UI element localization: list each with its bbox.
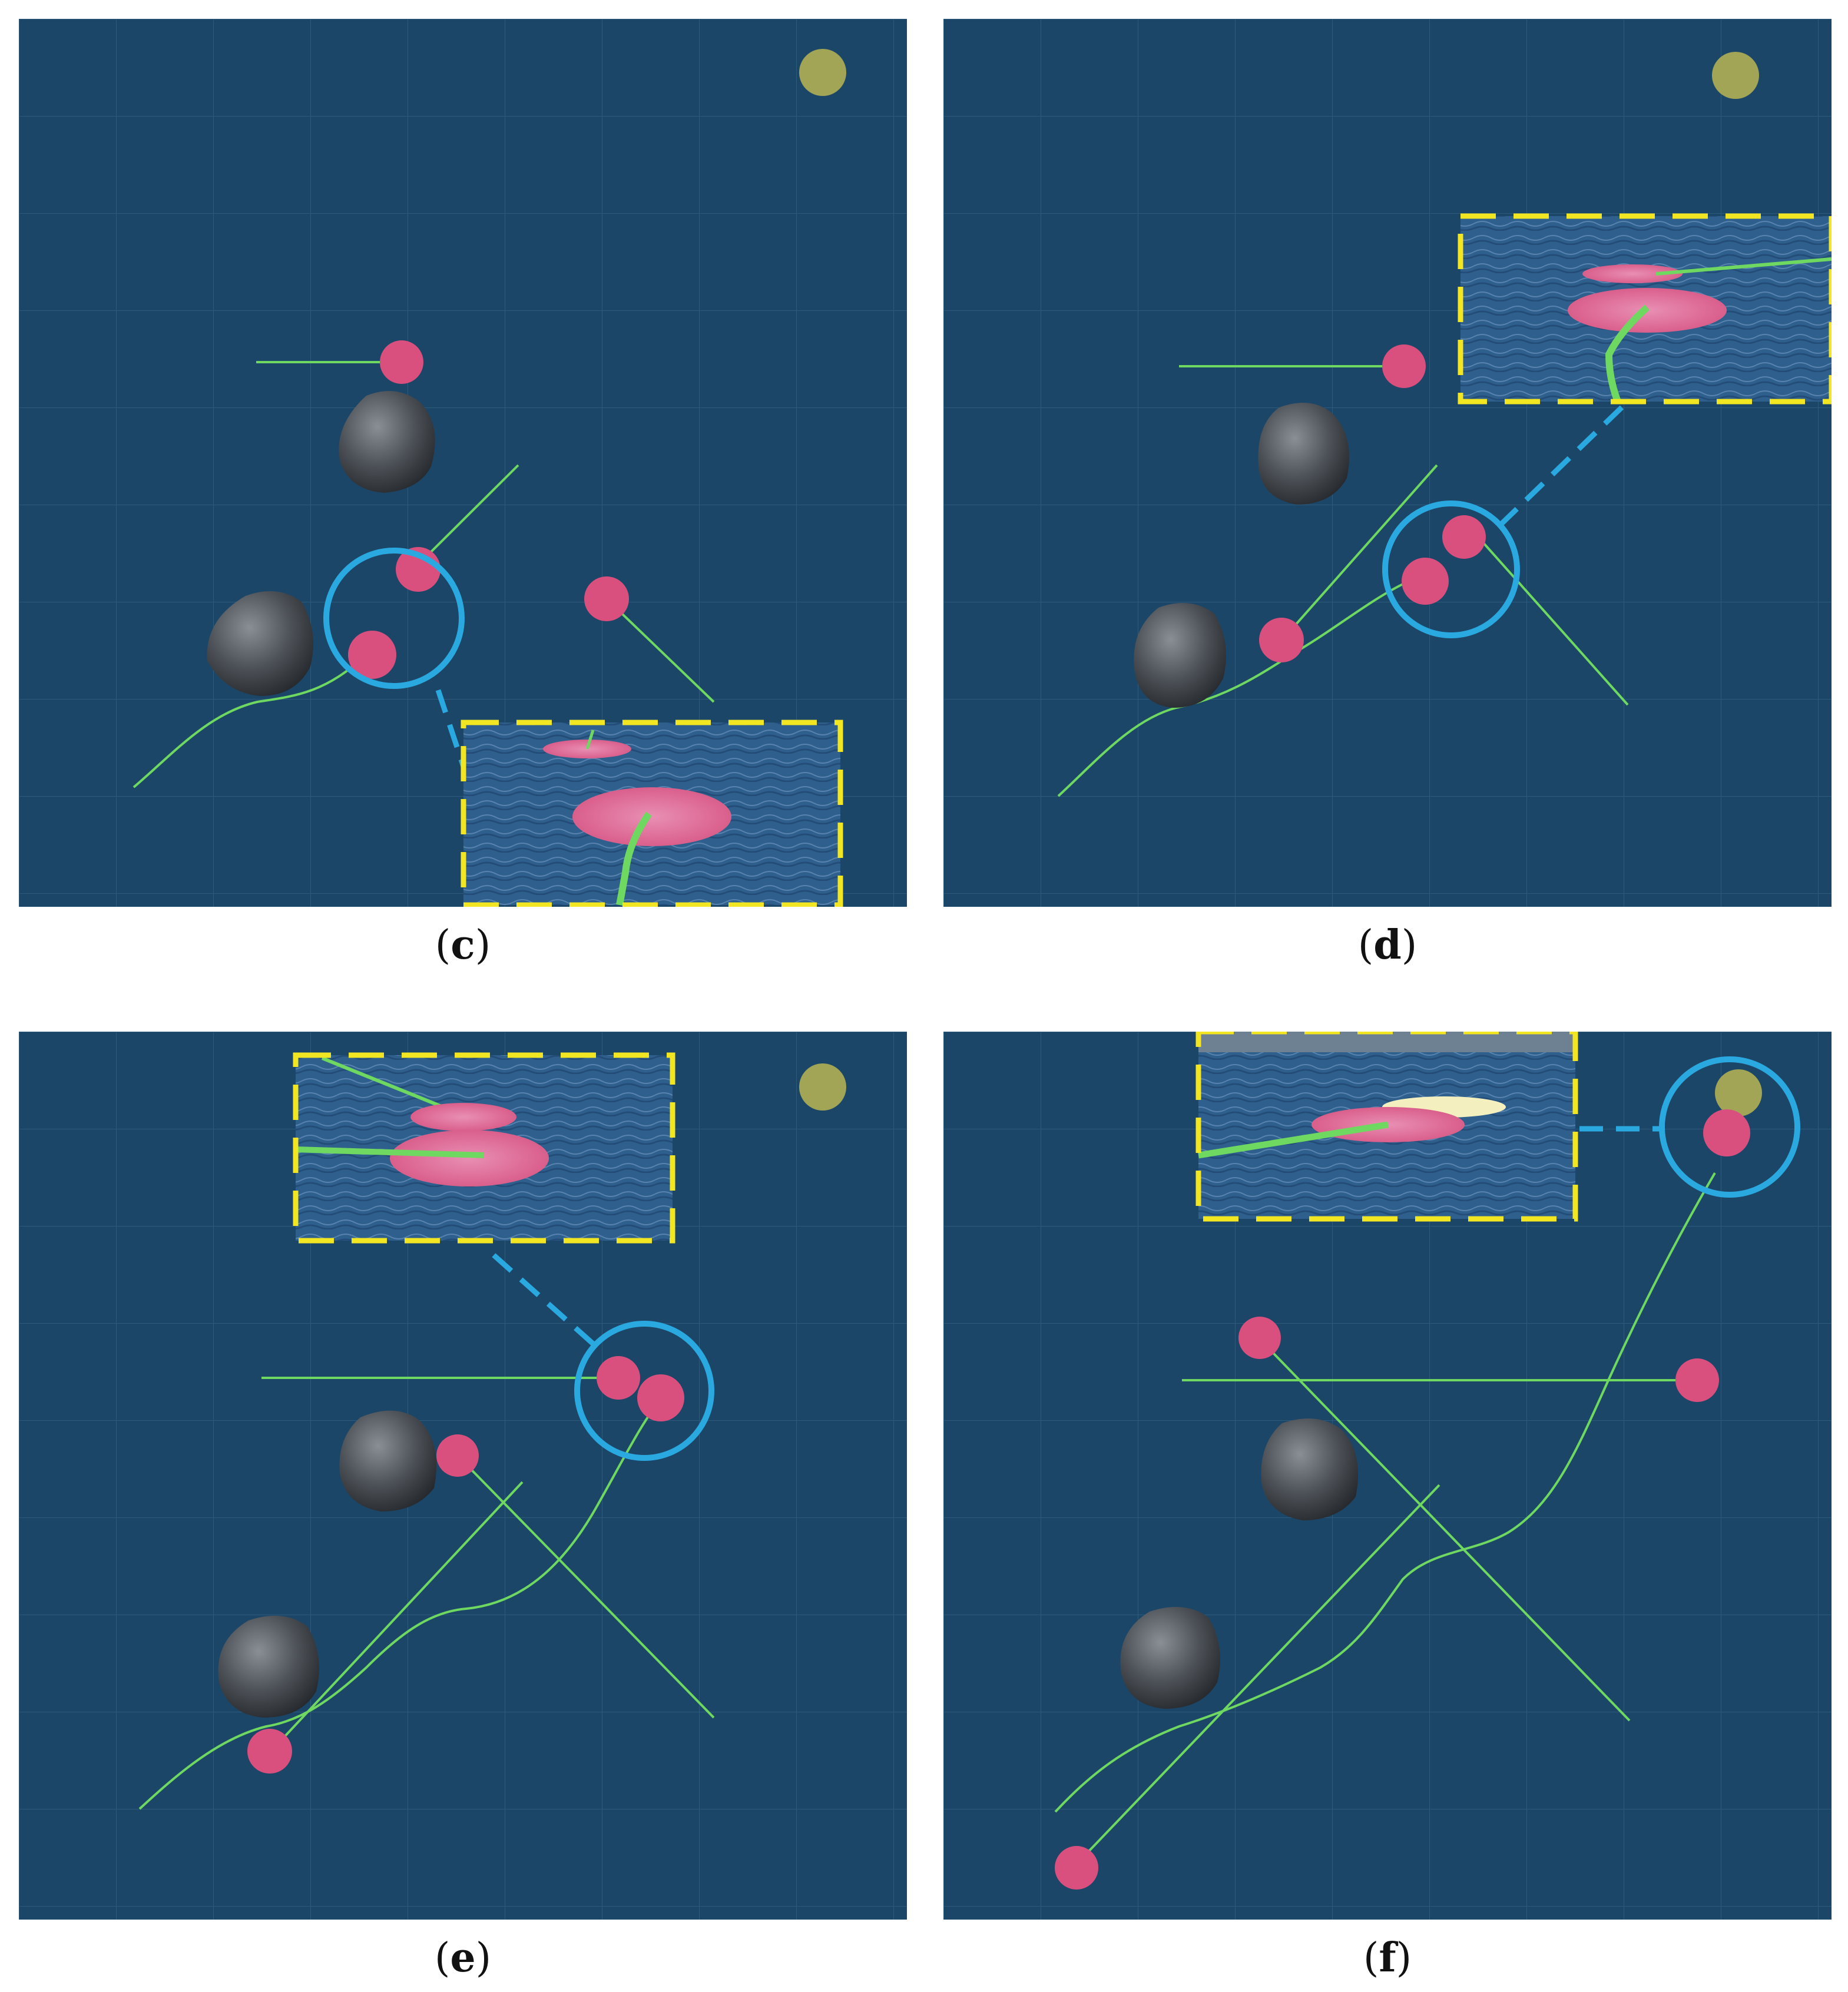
zoom-inset [293, 1052, 675, 1244]
path-curve [1054, 1172, 1716, 1813]
panel-e [19, 1032, 907, 1920]
agent-disc-icon [1703, 1109, 1750, 1156]
panel-d [943, 19, 1832, 907]
caption-label: e [450, 1934, 476, 1981]
caption-label: c [451, 922, 475, 969]
grid-overlay [943, 19, 1832, 907]
rock-obstacle-icon [1134, 603, 1226, 708]
panel-c [19, 19, 907, 907]
rock-obstacle-icon [1261, 1418, 1359, 1520]
caption-d: (d) [1357, 922, 1418, 969]
agent-disc-icon [1238, 1317, 1281, 1359]
goal-sphere-icon [799, 1063, 846, 1111]
caption-c: (c) [435, 922, 491, 969]
zoom-inset [1195, 1032, 1578, 1222]
zoom-inset [1458, 213, 1832, 405]
agent-disc-icon [1382, 344, 1426, 388]
agent-disc-icon [1055, 1846, 1098, 1890]
rock-obstacle-icon [207, 591, 313, 696]
goal-sphere-icon [1712, 52, 1759, 99]
callout-connector [1498, 399, 1630, 528]
agent-disc-icon [584, 576, 629, 621]
scene-f [943, 1032, 1832, 1920]
scene-c [19, 19, 907, 907]
goal-sphere-icon [799, 49, 846, 96]
path-line [1281, 464, 1438, 641]
path-curve [133, 654, 367, 788]
path-curve [138, 1398, 662, 1810]
rock-obstacle-icon [1120, 1607, 1220, 1709]
path-line [418, 464, 519, 565]
agent-disc-icon [597, 1356, 640, 1400]
highlight-circle [1382, 501, 1520, 638]
agent-disc-icon [380, 340, 423, 384]
panel-f [943, 1032, 1832, 1920]
path-line [271, 1481, 524, 1751]
agent-disc-icon [436, 1434, 479, 1477]
agent-disc-icon [1259, 618, 1304, 662]
agent-disc-icon [1675, 1358, 1719, 1402]
path-line [1257, 1337, 1631, 1722]
path-line [1072, 1484, 1440, 1869]
caption-f: (f) [1363, 1934, 1412, 1981]
agent-disc-icon [348, 631, 396, 679]
path-line [1477, 536, 1629, 706]
caption-label: f [1379, 1934, 1396, 1981]
scene-e [19, 1032, 907, 1920]
scene-d [943, 19, 1832, 907]
path-line [605, 598, 715, 703]
agent-disc-icon [1442, 515, 1486, 559]
zoom-inset [461, 720, 843, 907]
rock-obstacle-icon [1258, 403, 1350, 505]
highlight-circle [323, 548, 465, 689]
path-curve [1057, 583, 1403, 797]
rock-obstacle-icon [339, 1410, 437, 1512]
caption-e: (e) [434, 1934, 492, 1981]
callout-connector [482, 1244, 595, 1346]
caption-label: d [1373, 922, 1402, 969]
rock-obstacle-icon [218, 1616, 319, 1718]
agent-disc-icon [1402, 558, 1449, 605]
path-line [456, 1454, 715, 1719]
agent-disc-icon [247, 1729, 292, 1774]
agent-disc-icon [637, 1374, 684, 1421]
rock-obstacle-icon [339, 391, 435, 493]
goal-sphere-icon [1715, 1069, 1762, 1116]
highlight-circle [574, 1321, 714, 1461]
